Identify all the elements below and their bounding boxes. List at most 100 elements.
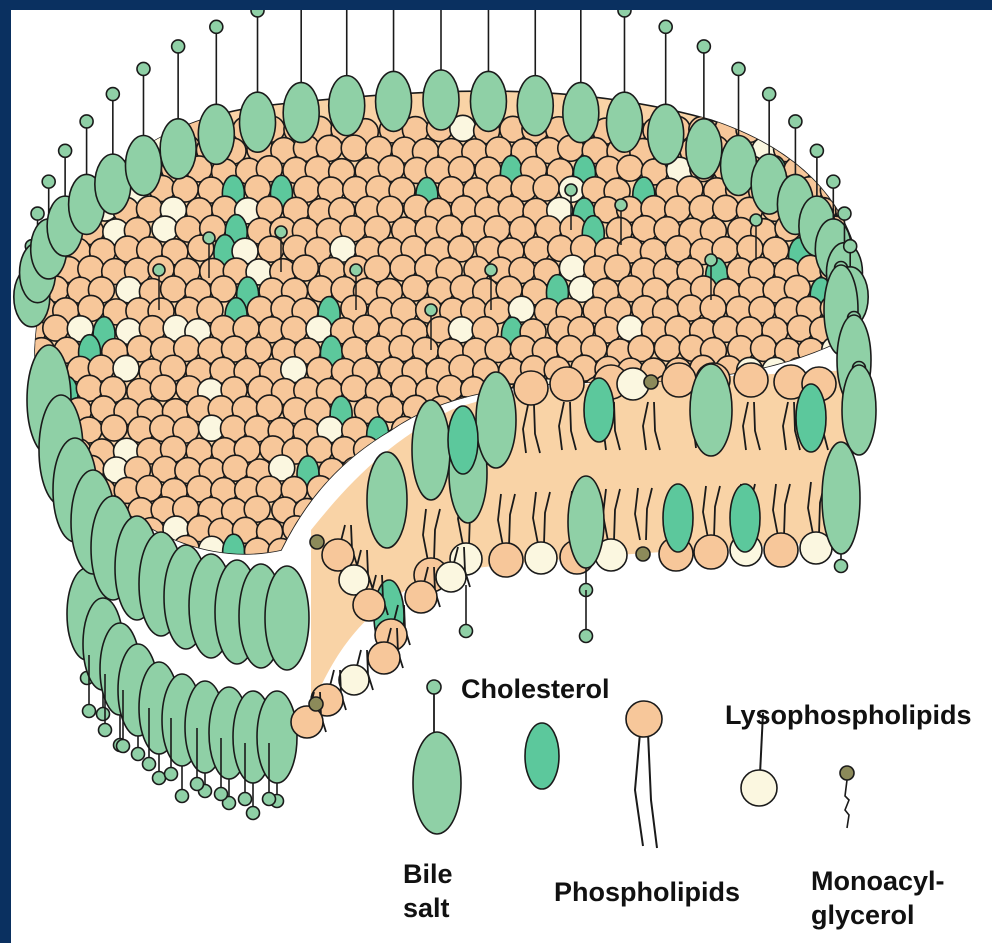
phospholipid-head <box>918 218 944 244</box>
phospholipid-head <box>904 435 930 461</box>
phospholipid-head <box>917 337 943 363</box>
phospholipid-head <box>880 438 906 464</box>
phospholipid-head <box>859 517 885 543</box>
phospholipid-head <box>847 136 873 162</box>
phospholipid-head <box>244 538 270 564</box>
bile-salt-head <box>83 705 96 718</box>
phospholipid-head <box>17 517 43 543</box>
bile-salt-ring <box>563 10 599 143</box>
bile-salt-head <box>615 199 627 211</box>
phospholipid-head <box>694 535 728 569</box>
bile-salt-edge <box>690 364 732 456</box>
bile-salt-ring <box>329 10 365 136</box>
phospholipid-head <box>892 576 918 602</box>
phospholipid-head <box>713 195 739 221</box>
cholesterol <box>776 576 798 612</box>
cholesterol <box>20 116 42 152</box>
phospholipid-head <box>881 276 907 302</box>
cholesterol <box>367 417 389 453</box>
monoacylglycerol-head <box>644 375 658 389</box>
phospholipid-head <box>894 336 920 362</box>
bile-salt-head <box>203 232 215 244</box>
bile-salt-edge <box>367 452 407 548</box>
bile-salt-head <box>705 254 717 266</box>
phospholipid-head <box>893 498 919 524</box>
phospholipid-head <box>882 358 908 384</box>
phospholipid-head <box>341 135 367 161</box>
bile-salt-ring <box>423 10 459 130</box>
phospholipid-head <box>919 578 945 604</box>
phospholipid-head <box>883 237 909 263</box>
bile-salt-edge <box>476 372 516 468</box>
phospholipid-head <box>283 516 309 542</box>
phospholipid-head <box>41 558 67 584</box>
phospholipid-head <box>405 581 437 613</box>
phospholipid-head <box>917 495 943 521</box>
phospholipid-head <box>728 576 754 602</box>
bile-salt-head <box>215 788 228 801</box>
bile-salt-head <box>580 630 593 643</box>
bile-salt-ring <box>160 40 196 179</box>
phospholipid-head <box>917 259 943 285</box>
phospholipid-head <box>920 376 946 402</box>
cholesterol <box>898 457 920 493</box>
phospholipid-head <box>869 579 895 605</box>
phospholipid-head <box>487 578 513 604</box>
legend-icon-monoacylglycerol <box>840 766 854 828</box>
bile-salt-head <box>99 724 112 737</box>
phospholipid-head <box>916 535 942 561</box>
phospholipid-head <box>514 371 548 405</box>
phospholipid-head <box>869 295 895 321</box>
lysophospholipid-head <box>750 577 776 603</box>
bile-salt-ring <box>470 10 506 131</box>
phospholipid-head <box>534 577 560 603</box>
phospholipid-head <box>844 179 870 205</box>
phospholipid-head <box>847 577 873 603</box>
legend-label-bile-salt-line1: Bile <box>403 859 453 890</box>
bile-salt-ring <box>125 62 161 195</box>
legend-label-cholesterol: Cholesterol <box>461 674 610 705</box>
legend-icon-cholesterol <box>525 723 559 789</box>
cholesterol-edge <box>584 378 614 442</box>
phospholipid-head <box>617 155 643 181</box>
phospholipid-head <box>762 115 788 141</box>
lysophospholipid-head <box>836 116 862 142</box>
phospholipid-head <box>859 159 885 185</box>
phospholipid-head <box>868 456 894 482</box>
phospholipid-head <box>19 556 45 582</box>
lysophospholipid-head <box>908 237 934 263</box>
diagram-frame: Cholesterol Lysophospholipids Bile salt … <box>11 10 992 943</box>
cholesterol-band <box>663 484 693 552</box>
bile-salt-ring <box>686 40 722 179</box>
lysophospholipid-head <box>908 278 934 304</box>
phospholipid-head <box>893 296 919 322</box>
monoacylglycerol-head <box>309 697 323 711</box>
phospholipid-head <box>871 218 897 244</box>
lysophospholipid-head <box>525 542 557 574</box>
phospholipid-head <box>893 178 919 204</box>
bile-salt-band <box>568 476 604 597</box>
bile-salt-head <box>750 214 762 226</box>
bile-salt-head <box>165 768 178 781</box>
bile-salt-head <box>263 793 276 806</box>
phospholipid-head <box>908 158 934 184</box>
bile-salt-head <box>117 740 130 753</box>
phospholipid-head <box>906 396 932 422</box>
phospholipid-head <box>880 517 906 543</box>
phospholipid-head <box>508 578 534 604</box>
bile-salt-front <box>265 566 309 670</box>
monoacylglycerol-head <box>636 547 650 561</box>
phospholipid-head <box>892 255 918 281</box>
legend-label-bile-salt-line2: salt <box>403 893 450 924</box>
phospholipid-head <box>680 577 706 603</box>
phospholipid-head <box>29 536 55 562</box>
phospholipid-head <box>917 137 943 163</box>
cholesterol-edge <box>448 406 478 474</box>
phospholipid-head <box>870 139 896 165</box>
phospholipid-head <box>870 336 896 362</box>
phospholipid-head <box>701 577 727 603</box>
phospholipid-head <box>734 363 768 397</box>
cholesterol <box>910 478 932 514</box>
phospholipid-head <box>629 575 655 601</box>
legend-label-monoacylglycerol-line1: Monoacyl- <box>811 866 945 897</box>
